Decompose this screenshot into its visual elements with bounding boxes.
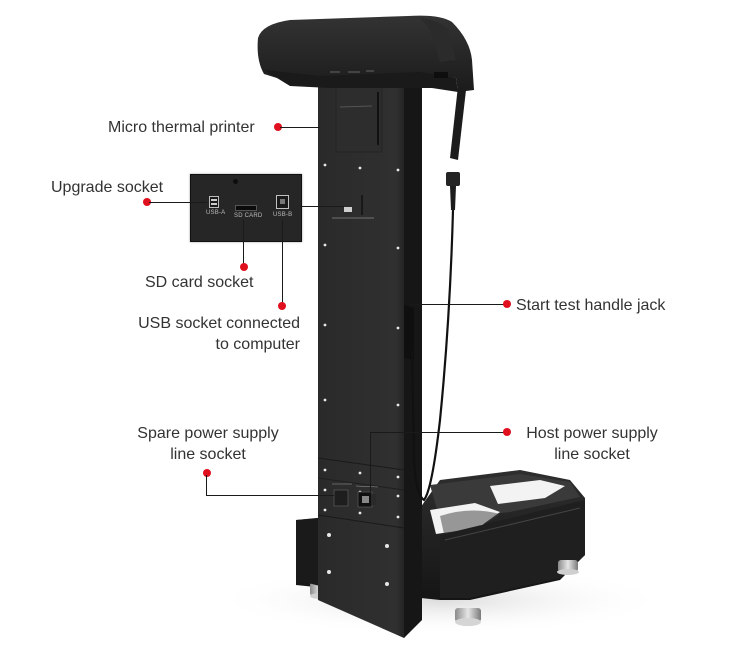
leader-line-sdcard [243,220,245,265]
callout-micro-thermal-printer-label: Micro thermal printer [108,119,255,136]
leader-line-spare-horizontal [206,495,334,497]
spare-label-line2: line socket [170,446,246,463]
callout-dot-spare [203,469,211,477]
spare-label-line1: Spare power supply [137,425,279,442]
leader-line-upgrade [149,202,207,204]
callout-dot-sdcard [240,263,248,271]
callout-start-test-handle-jack-label: Start test handle jack [516,297,666,314]
sd-card-slot [235,205,257,211]
callout-dot-host [503,428,511,436]
usb-a-port [209,196,219,208]
sd-card-label: SD CARD [234,213,263,219]
leader-line-spare-vertical [206,475,208,496]
head-unit [257,15,474,93]
leader-line-printer [280,127,320,129]
usb-b-label: USB-B [273,212,293,218]
leader-line-handle [410,304,505,306]
indicator-hole [233,179,238,184]
spare-power-socket [333,489,349,507]
callout-upgrade-socket-label: Upgrade socket [51,179,164,196]
usb-b-port [276,195,289,209]
callout-dot-upgrade [143,198,151,206]
leader-line-usb [282,220,284,304]
leader-line-inset-to-column [300,206,344,208]
host-label-line1: Host power supply [526,425,658,442]
callout-spare-power-label: Spare power supply line socket [118,423,298,465]
usb-label-line1: USB socket connected [138,315,300,332]
column [317,58,422,638]
callout-usb-socket-label: USB socket connected to computer [110,313,300,355]
leader-line-host-vertical [370,432,372,494]
callout-host-power-label: Host power supply line socket [508,423,676,465]
usb-label-line2: to computer [215,336,300,353]
host-label-line2: line socket [554,446,630,463]
test-handle [410,86,466,502]
callout-sd-card-socket-label: SD card socket [145,274,254,291]
port-panel-inset: USB-A SD CARD USB-B [190,174,302,242]
callout-dot-printer [274,123,282,131]
leader-line-host-horizontal [370,432,505,434]
callout-dot-usb [278,302,286,310]
base-rear-block [296,518,320,586]
handle-cable [410,209,455,502]
callout-dot-handle [503,300,511,308]
usb-a-label: USB-A [206,210,226,216]
